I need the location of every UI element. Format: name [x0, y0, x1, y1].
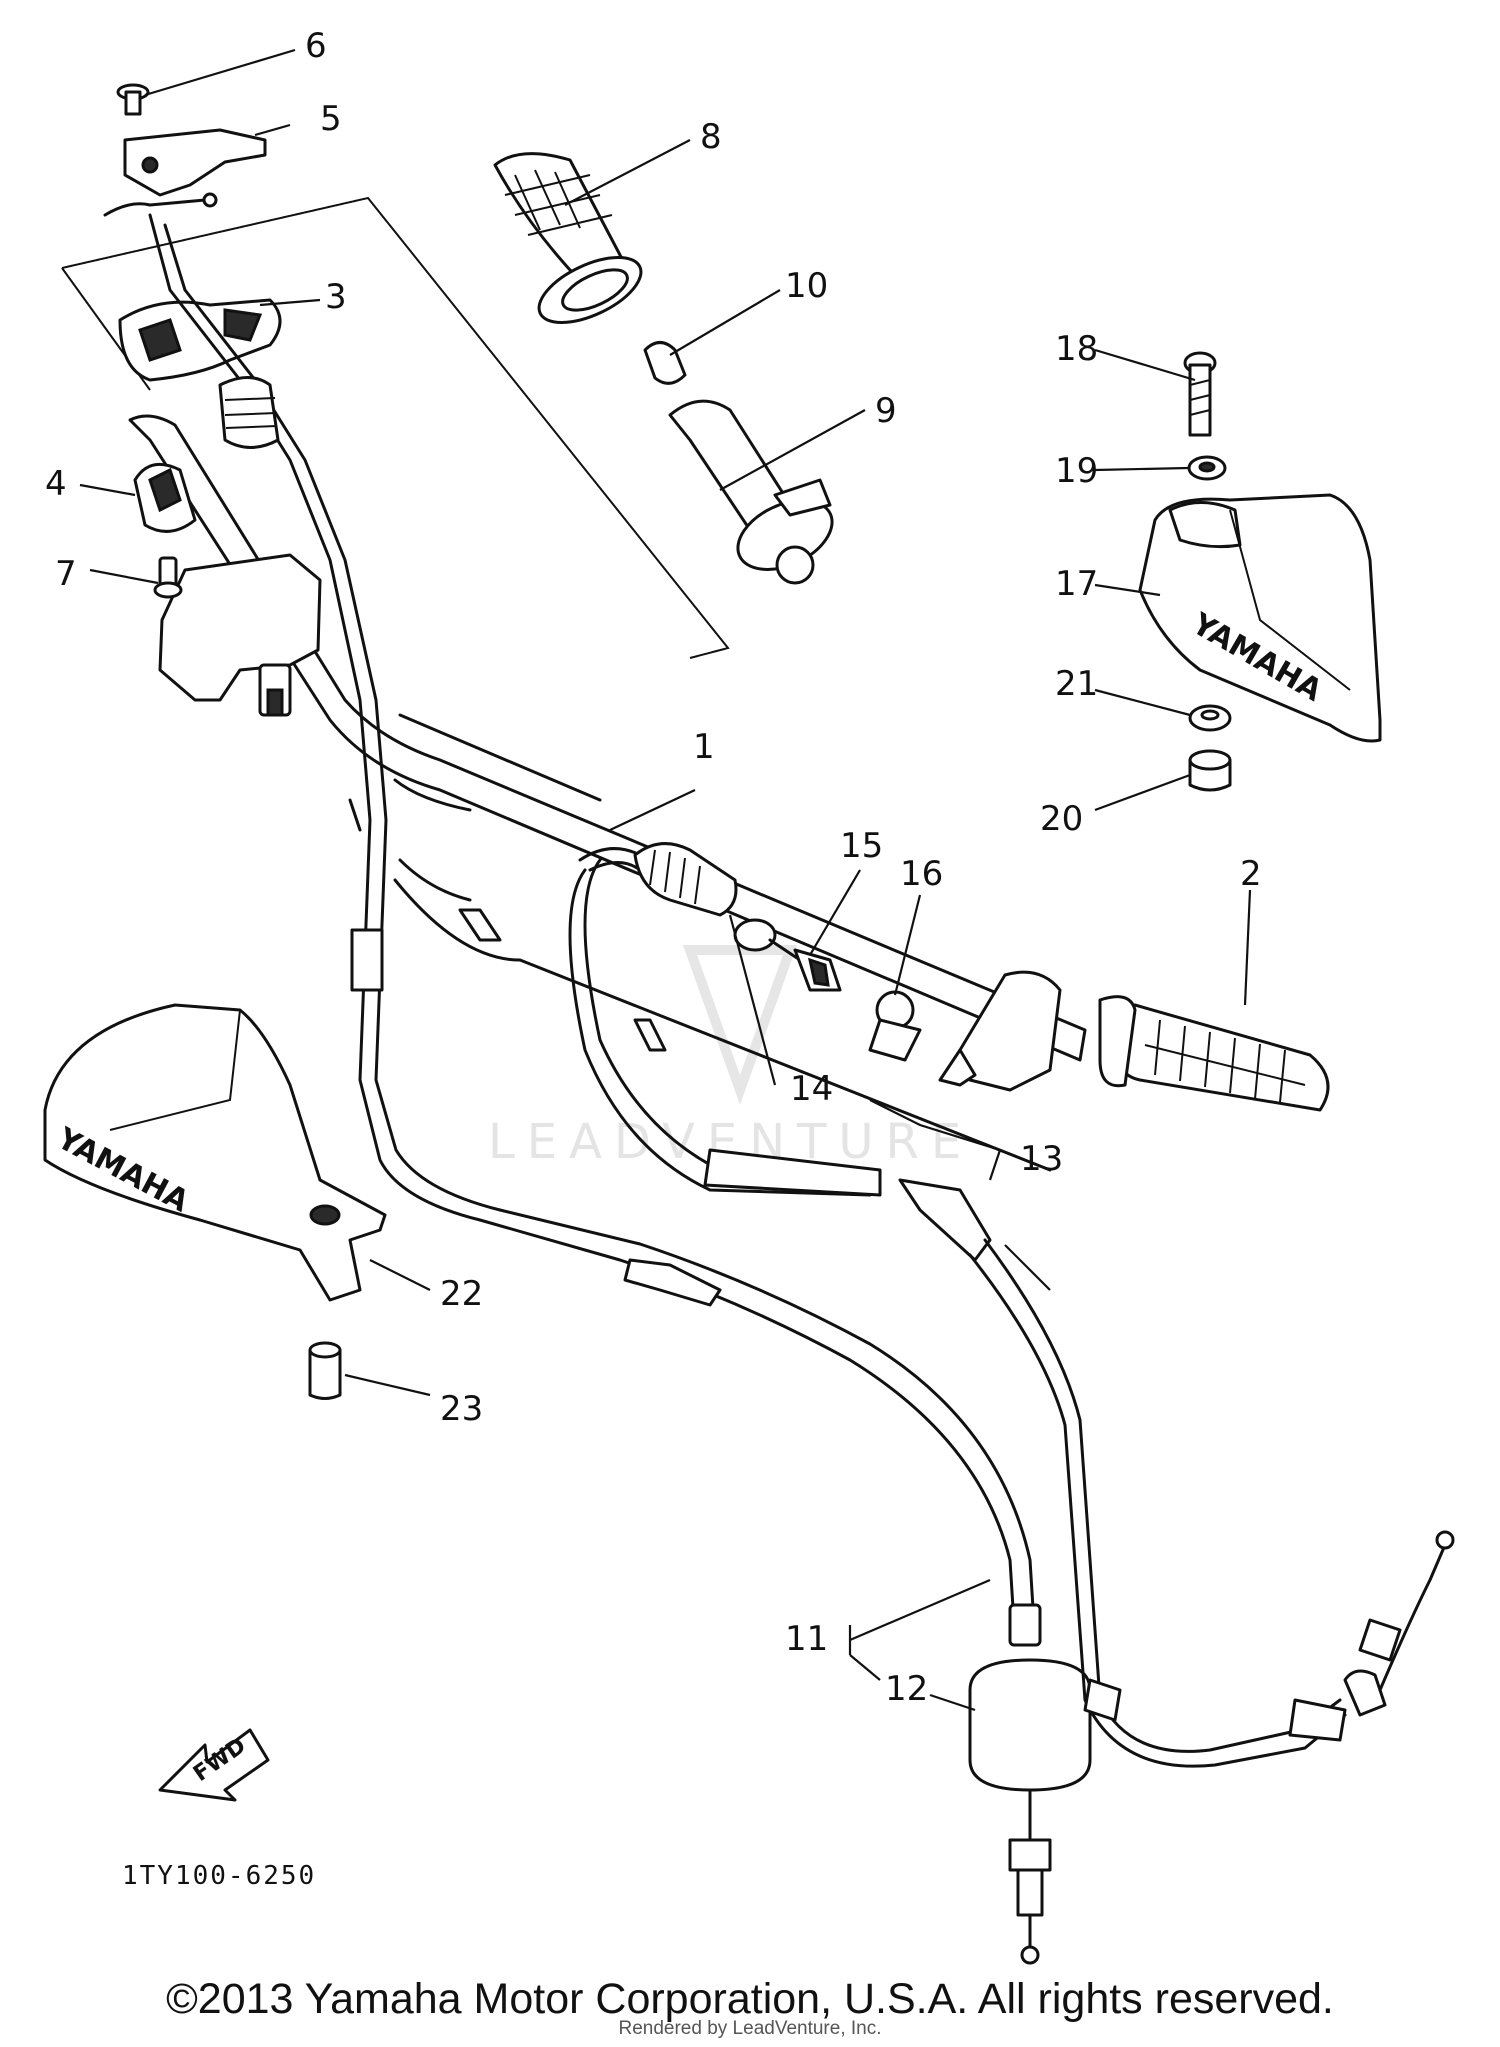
cable-11: [478, 1208, 1042, 1647]
part-4-clamp: [133, 462, 197, 533]
callout-21: 21: [1055, 664, 1098, 704]
callout-19: 19: [1055, 451, 1098, 491]
callout-1: 1: [693, 727, 715, 767]
handlebar: [128, 414, 1087, 1172]
callout-12: 12: [885, 1669, 928, 1709]
left-hand-guard-22: YAMAHA: [43, 1003, 387, 1302]
part-5-bracket: [123, 128, 267, 197]
clutch-lever-assembly: [633, 842, 1062, 1092]
throttle-grip-8: [493, 152, 643, 324]
callout-14: 14: [790, 1069, 833, 1109]
part-21-washer: [1188, 704, 1232, 732]
part-19-washer: [1187, 455, 1227, 481]
fwd-arrow: FWD: [158, 1728, 270, 1802]
part-18-bolt: [1183, 351, 1217, 437]
callout-18: 18: [1055, 329, 1098, 369]
callout-16: 16: [900, 854, 943, 894]
callout-8: 8: [700, 117, 722, 157]
throttle-tube-9: [668, 399, 834, 585]
right-hand-guard-17: YAMAHA: [1138, 493, 1382, 743]
copyright-notice: ©2013 Yamaha Motor Corporation, U.S.A. A…: [166, 1975, 1334, 2023]
right-grip: [1098, 995, 1330, 1112]
callout-5: 5: [320, 99, 342, 139]
throttle-cable: [103, 192, 502, 1222]
callout-3: 3: [325, 277, 347, 317]
part-20-spacer: [1188, 749, 1232, 792]
callout-11: 11: [785, 1619, 828, 1659]
callout-15: 15: [840, 826, 883, 866]
callout-2: 2: [1240, 854, 1262, 894]
part-23-collar: [308, 1341, 342, 1400]
callout-6: 6: [305, 26, 327, 66]
callout-numbers: 1 2 3 4 5 6 7 8 9 10 11 12 13 14 15 16 1…: [45, 26, 1262, 1709]
part-7-bolt: [153, 556, 183, 599]
callout-13: 13: [1020, 1139, 1063, 1179]
callout-17: 17: [1055, 564, 1098, 604]
callout-22: 22: [440, 1274, 483, 1314]
diagram-code: 1TY100-6250: [122, 1861, 316, 1891]
throttle-group-boundary: [61, 196, 730, 659]
callout-20: 20: [1040, 799, 1083, 839]
callout-4: 4: [45, 464, 67, 504]
callout-10: 10: [785, 266, 828, 306]
callout-9: 9: [875, 391, 897, 431]
part-3-cover: [118, 298, 282, 382]
part-6-screw: [116, 83, 150, 116]
clutch-cable-13: [568, 847, 1455, 1768]
leader-lines: [79, 48, 1252, 1712]
watermark-logo: [682, 945, 798, 1105]
part-12-junction: [968, 1658, 1092, 1965]
rendered-by-notice: Rendered by LeadVenture, Inc.: [618, 2018, 882, 2039]
callout-23: 23: [440, 1389, 483, 1429]
left-switch-housing: [158, 553, 322, 717]
callout-7: 7: [55, 554, 77, 594]
